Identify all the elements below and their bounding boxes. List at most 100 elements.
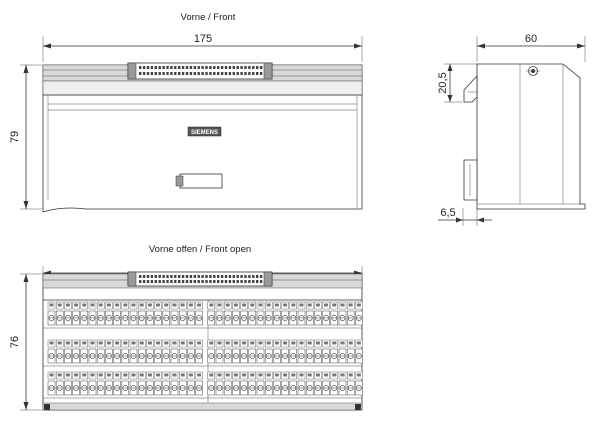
terminal bbox=[162, 301, 171, 326]
terminal bbox=[129, 371, 138, 396]
terminal bbox=[162, 339, 171, 364]
terminal bbox=[297, 339, 306, 364]
terminal bbox=[355, 371, 363, 396]
terminal bbox=[322, 339, 330, 364]
terminal bbox=[88, 339, 97, 364]
terminal bbox=[232, 339, 240, 364]
terminal bbox=[346, 301, 355, 326]
terminal bbox=[232, 301, 240, 326]
dimension-front-width: 175 bbox=[42, 33, 363, 62]
terminal bbox=[248, 339, 257, 364]
terminal bbox=[170, 371, 179, 396]
terminal bbox=[154, 371, 162, 396]
terminal bbox=[121, 301, 130, 326]
terminal bbox=[80, 371, 89, 396]
terminal bbox=[72, 371, 80, 396]
terminal bbox=[146, 339, 154, 364]
ribbon-connector bbox=[127, 62, 273, 80]
front-latch bbox=[179, 173, 223, 189]
side-housing bbox=[476, 63, 586, 210]
terminal bbox=[55, 301, 64, 326]
terminal bbox=[187, 301, 195, 326]
terminal bbox=[305, 371, 314, 396]
terminal bbox=[314, 301, 322, 326]
dimension-side-depth-label: 60 bbox=[525, 33, 537, 45]
terminal bbox=[47, 339, 56, 364]
terminal bbox=[314, 371, 322, 396]
terminal bbox=[170, 301, 179, 326]
terminal bbox=[281, 301, 289, 326]
terminal bbox=[223, 371, 232, 396]
connector-pins bbox=[139, 66, 263, 75]
terminal bbox=[113, 371, 121, 396]
terminal bbox=[330, 301, 339, 326]
terminal bbox=[289, 301, 298, 326]
terminal bbox=[281, 371, 289, 396]
terminal bbox=[273, 339, 281, 364]
terminal bbox=[195, 339, 203, 364]
terminal bbox=[305, 339, 314, 364]
terminal bbox=[264, 371, 273, 396]
dimension-side-upper: 20,5 bbox=[437, 63, 477, 103]
terminal bbox=[55, 339, 64, 364]
terminal bbox=[289, 339, 298, 364]
terminal bbox=[322, 301, 330, 326]
terminal bbox=[256, 339, 265, 364]
terminal bbox=[215, 339, 224, 364]
terminal bbox=[232, 371, 240, 396]
side-view: 60 20,5 6,5 bbox=[437, 33, 586, 226]
housing-outline bbox=[42, 64, 363, 213]
terminal bbox=[338, 339, 347, 364]
terminal bbox=[96, 371, 105, 396]
dimension-open-height: 76 bbox=[9, 273, 42, 411]
terminal bbox=[162, 371, 171, 396]
dimension-side-upper-label: 20,5 bbox=[437, 72, 449, 93]
terminal bbox=[88, 301, 97, 326]
terminal bbox=[64, 339, 72, 364]
terminal bbox=[137, 371, 146, 396]
dimension-front-height: 79 bbox=[9, 64, 42, 210]
terminal bbox=[346, 371, 355, 396]
terminal bbox=[170, 339, 179, 364]
terminal bbox=[129, 301, 138, 326]
terminal bbox=[223, 339, 232, 364]
terminal bbox=[223, 301, 232, 326]
rail-clip-lower bbox=[463, 159, 478, 201]
terminal bbox=[305, 301, 314, 326]
terminal bbox=[129, 339, 138, 364]
open-ribbon-connector bbox=[127, 271, 273, 287]
terminal bbox=[195, 371, 203, 396]
terminal bbox=[146, 371, 154, 396]
screw-icon bbox=[526, 66, 540, 76]
front-open-view-title: Vorne offen / Front open bbox=[149, 244, 251, 255]
terminal bbox=[121, 339, 130, 364]
terminal bbox=[314, 339, 322, 364]
terminal bbox=[47, 301, 56, 326]
terminal bbox=[264, 339, 273, 364]
terminal bbox=[105, 371, 113, 396]
terminal bbox=[96, 339, 105, 364]
terminal bbox=[88, 371, 97, 396]
siemens-logo: SIEMENS bbox=[187, 126, 222, 137]
dimension-side-lower: 6,5 bbox=[438, 207, 492, 226]
terminal bbox=[240, 371, 248, 396]
terminal bbox=[330, 371, 339, 396]
terminal bbox=[355, 301, 363, 326]
terminal bbox=[264, 301, 273, 326]
terminal bbox=[248, 371, 257, 396]
dimension-side-depth: 60 bbox=[476, 33, 586, 62]
terminal bbox=[64, 301, 72, 326]
terminal bbox=[137, 301, 146, 326]
terminal bbox=[273, 301, 281, 326]
terminal bbox=[256, 301, 265, 326]
terminal bbox=[64, 371, 72, 396]
svg-text:SIEMENS: SIEMENS bbox=[191, 130, 218, 136]
terminal bbox=[330, 339, 339, 364]
terminal-blocks bbox=[43, 301, 363, 399]
terminal bbox=[178, 301, 187, 326]
terminal bbox=[178, 371, 187, 396]
terminal bbox=[96, 301, 105, 326]
terminal bbox=[322, 371, 330, 396]
rail-clip-upper bbox=[463, 74, 478, 103]
